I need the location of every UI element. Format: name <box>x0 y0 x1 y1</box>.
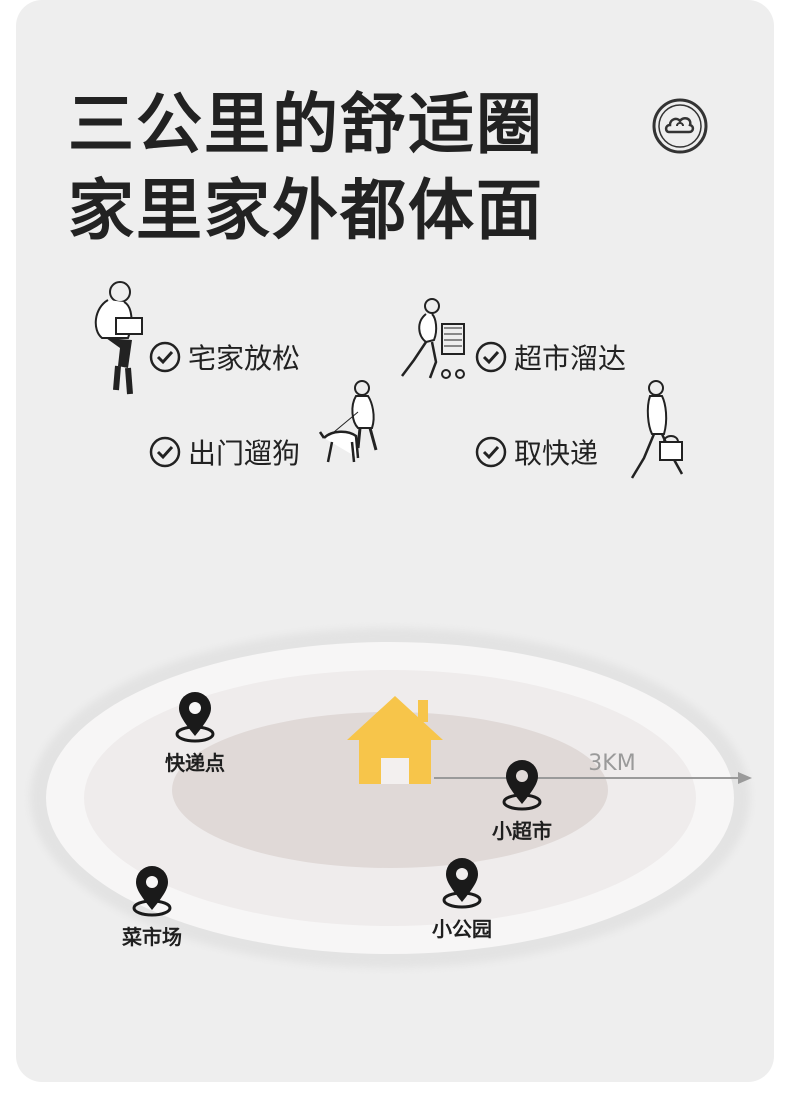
pin-parcel-station[interactable]: 快递点 <box>165 692 225 775</box>
activity-walk-dog: 出门遛狗 <box>148 432 300 472</box>
activity-relax: 宅家放松 <box>148 337 300 377</box>
check-circle-icon <box>149 341 181 373</box>
page-title-line-2: 家里家外都体面 <box>68 172 544 249</box>
person-sitting-laptop-icon <box>94 281 143 395</box>
cloud-circle-icon <box>652 98 708 154</box>
inner-zone <box>172 712 608 868</box>
person-walking-dog-icon <box>318 380 378 463</box>
pin-label: 小公园 <box>432 917 492 941</box>
pin-small-park[interactable]: 小公园 <box>432 858 492 941</box>
activity-pickup-parcel: 取快递 <box>474 432 598 472</box>
person-carrying-bag-icon <box>630 380 684 479</box>
check-circle-icon <box>149 436 181 468</box>
distance-label: 3KM <box>588 751 635 776</box>
activity-label: 超市溜达 <box>514 342 627 375</box>
activity-label: 出门遛狗 <box>188 437 301 470</box>
pin-vegetable-market[interactable]: 菜市场 <box>121 866 182 949</box>
check-circle-icon <box>475 341 507 373</box>
pin-label: 小超市 <box>492 819 552 843</box>
page-title-line-1: 三公里的舒适圈 <box>68 86 544 163</box>
house-icon <box>347 696 443 784</box>
activity-supermarket: 超市溜达 <box>474 337 626 377</box>
pin-small-supermarket[interactable]: 小超市 <box>492 760 552 843</box>
person-shopping-cart-icon <box>401 298 465 379</box>
activity-label: 取快递 <box>514 437 599 470</box>
arrow-head <box>738 772 752 784</box>
check-circle-icon <box>475 436 507 468</box>
pin-label: 快递点 <box>165 751 225 775</box>
pin-label: 菜市场 <box>121 925 182 949</box>
activity-label: 宅家放松 <box>188 342 301 375</box>
